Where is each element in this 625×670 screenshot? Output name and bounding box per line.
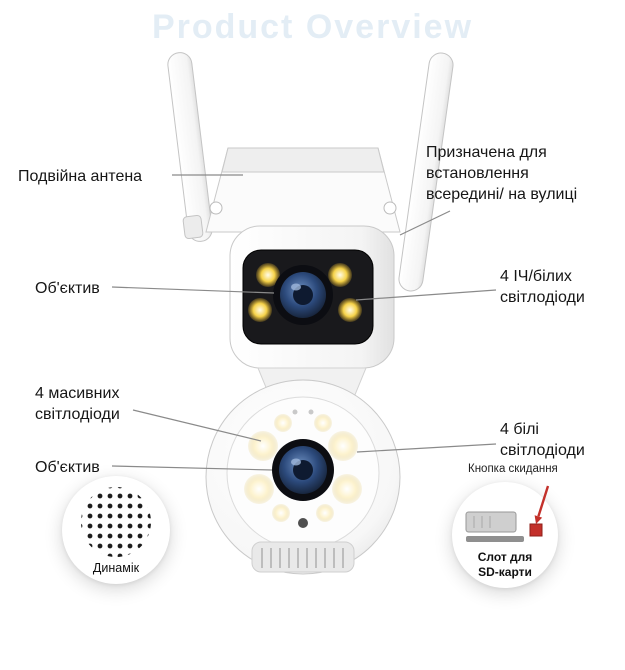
label-lens-top: Об'єктив: [35, 280, 100, 297]
speaker-grill-icon: [81, 487, 151, 557]
bottom-lens: [272, 439, 334, 501]
massive-led-group: [244, 431, 362, 504]
label-reset-button: Кнопка скидання: [468, 463, 558, 475]
sensor-dots: [292, 409, 314, 415]
label-placement: Призначена для встановлення всередині/ н…: [426, 144, 578, 203]
antenna-hinge: [182, 214, 204, 240]
vent-base: [251, 541, 355, 573]
label-dual-antenna: Подвійна антена: [18, 168, 143, 185]
leader-lines: [111, 174, 497, 471]
dual-antennas: [167, 52, 454, 292]
sd-detail-circle: Слот для SD-карти: [452, 482, 558, 588]
mount-bracket: [205, 147, 401, 233]
watermark: Product Overview: [151, 8, 474, 46]
ir-led-group: [248, 263, 362, 322]
label-massive-leds: 4 масивних світлодіоди: [35, 385, 120, 423]
label-white-leds: 4 білі світлодіоди: [500, 421, 585, 459]
reset-arrow-icon: [534, 485, 550, 524]
label-sd-slot: Слот для SD-карти: [477, 550, 533, 579]
top-lens: [273, 265, 333, 325]
white-led-group: [272, 414, 334, 522]
speaker-detail-circle: Динамік: [62, 476, 170, 584]
light-sensor-dot: [298, 518, 308, 528]
label-ir-leds: 4 ІЧ/білих світлодіоди: [500, 268, 585, 306]
label-speaker: Динамік: [92, 561, 140, 575]
label-lens-bottom: Об'єктив: [35, 459, 100, 476]
sd-card-icon: [465, 511, 543, 542]
